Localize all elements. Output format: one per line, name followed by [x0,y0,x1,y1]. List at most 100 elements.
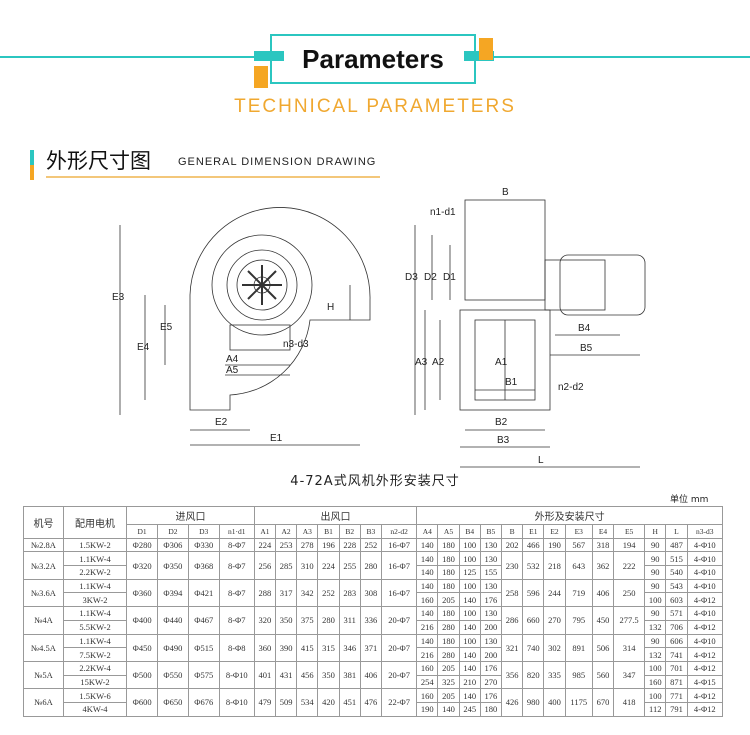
table-cell: 4-Φ10 [686,578,724,594]
column-header: n3-d3 [686,524,724,539]
table-cell: 216 [416,619,439,635]
table-cell: 532 [522,551,545,580]
table-cell: 4-Φ10 [686,537,724,553]
table-cell: 90 [644,578,667,594]
header-outlet: 出风口 [253,506,418,525]
column-header: A1 [253,524,277,539]
table-cell: 140 [416,551,439,567]
column-header: A3 [296,524,319,539]
table-cell: 160 [644,674,667,690]
header-accent-right [479,38,493,60]
table-cell: 567 [564,537,593,553]
table-cell: 176 [479,592,503,608]
table-cell: 140 [458,619,481,635]
section-marker [30,150,34,180]
column-header: L [665,524,688,539]
table-cell: 571 [665,606,688,621]
table-cell: Φ500 [126,660,158,690]
table-cell: Φ280 [126,537,158,553]
label-B1: B1 [505,377,518,388]
table-cell: 280 [317,606,340,635]
table-cell: 280 [437,619,460,635]
table-cell: 140 [458,660,481,676]
table-cell: Φ421 [187,578,220,608]
table-cell: 456 [296,660,319,690]
table-cell: 740 [522,633,545,662]
table-cell: 8-Φ7 [218,606,255,635]
table-cell: 317 [274,578,298,608]
table-cell: 155 [479,565,503,580]
table-cell: 4-Φ10 [686,551,724,567]
label-A1: A1 [495,357,508,368]
table-cell: 346 [338,633,361,662]
column-header: A5 [437,524,460,539]
table-cell: 90 [644,633,667,649]
table-cell: №3.2A [23,551,64,580]
header-model: 机号 [23,506,64,539]
table-cell: 543 [665,578,688,594]
table-cell: 180 [437,537,460,553]
table-cell: 252 [359,537,383,553]
header-tab-left [254,51,284,61]
label-E3: E3 [112,292,125,303]
label-B: B [502,187,509,198]
table-cell: 288 [253,578,277,608]
label-H: H [327,302,334,313]
table-cell: 250 [613,578,646,608]
table-cell: 314 [613,633,646,662]
table-cell: 7.5KW-2 [62,647,128,662]
table-cell: 426 [500,688,524,717]
table-cell: 210 [458,674,481,690]
section-title-en: GENERAL DIMENSION DRAWING [178,156,377,168]
label-A3: A3 [415,357,428,368]
label-D1: D1 [443,272,456,283]
table-cell: 560 [591,660,615,690]
table-cell: 420 [317,688,340,717]
table-cell: 308 [359,578,383,608]
label-D3: D3 [405,272,418,283]
table-cell: 487 [665,537,688,553]
table-cell: 985 [564,660,593,690]
table-cell: 194 [613,537,646,553]
table-cell: 3KW-2 [62,592,128,608]
label-E1: E1 [270,433,283,444]
table-cell: 719 [564,578,593,608]
table-cell: 280 [437,647,460,662]
page-subtitle: TECHNICAL PARAMETERS [234,96,516,117]
column-header: B2 [338,524,361,539]
table-cell: Φ306 [157,537,189,553]
dimension-drawing: E3 E4 E5 H A4 A5 n3-d3 E2 E1 B n1-d1 D3 … [112,187,646,468]
table-cell: 1.5KW-2 [62,537,128,553]
table-cell: 8-Φ7 [218,578,255,608]
table-cell: Φ400 [126,606,158,635]
label-B3: B3 [497,435,510,446]
table-cell: 350 [317,660,340,690]
table-cell: №4.5A [23,633,64,662]
table-cell: Φ650 [157,688,189,717]
label-A2: A2 [432,357,445,368]
table-cell: №4A [23,606,64,635]
column-header: D2 [157,524,189,539]
label-D2: D2 [424,272,437,283]
table-cell: 132 [644,647,667,662]
table-cell: 228 [338,537,361,553]
table-cell: 540 [665,565,688,580]
header-line-right [488,56,750,58]
table-cell: 509 [274,688,298,717]
header-motor: 配用电机 [62,506,128,539]
table-cell: 100 [644,660,667,676]
table-cell: Φ368 [187,551,220,580]
table-cell: 180 [437,578,460,594]
table-cell: 335 [543,660,566,690]
column-header: H [644,524,667,539]
table-cell: 270 [543,606,566,635]
table-cell: 190 [416,701,439,717]
table-cell: 4-Φ12 [686,592,724,608]
column-header: E4 [591,524,615,539]
table-cell: 820 [522,660,545,690]
table-cell: 318 [591,537,615,553]
table-cell: 200 [479,619,503,635]
